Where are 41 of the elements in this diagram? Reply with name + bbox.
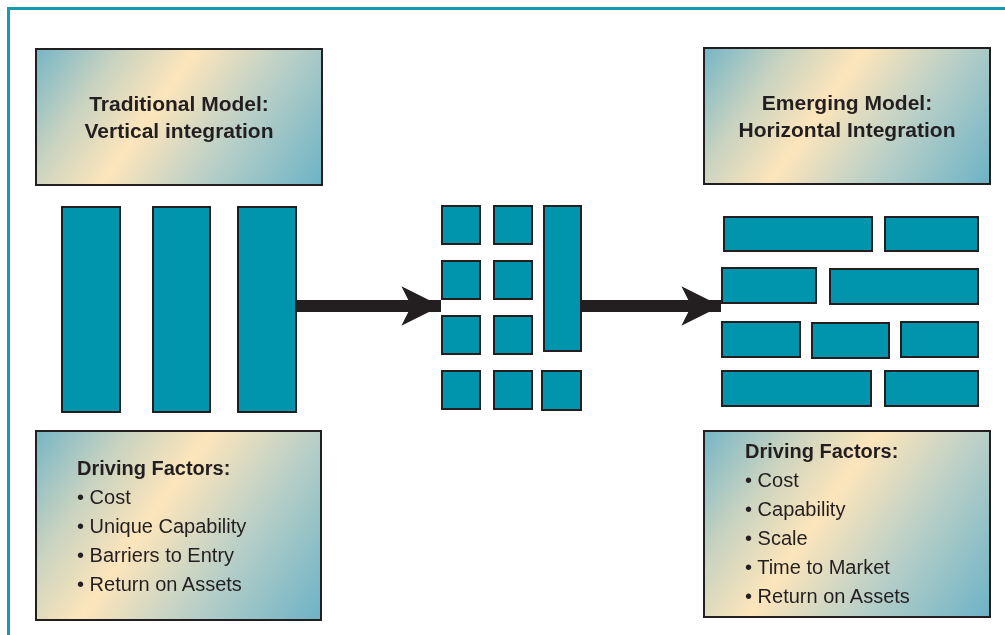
arrow (297, 286, 441, 326)
model-title-box (35, 48, 323, 186)
block-square (441, 370, 481, 410)
factors-box (703, 430, 991, 618)
list-item: • Unique Capability (77, 514, 247, 539)
block-square (493, 315, 533, 355)
block-square (493, 205, 533, 245)
block-square (441, 315, 481, 355)
block-square (441, 205, 481, 245)
title-text: Emerging Model: Horizontal Integration (737, 90, 957, 143)
arrow (582, 286, 721, 326)
block-bar (811, 322, 890, 359)
title-text: Traditional Model: Vertical integration (83, 91, 275, 144)
block-bar (152, 206, 211, 413)
block-bar (721, 321, 801, 358)
block-bar (829, 268, 979, 305)
list-item: • Time to Market (745, 555, 890, 580)
heading-text: Driving Factors: (745, 439, 899, 464)
list-item: • Barriers to Entry (77, 543, 235, 568)
block-bar (543, 205, 582, 352)
list-item: • Return on Assets (745, 584, 910, 609)
list-item: • Return on Assets (77, 572, 242, 597)
block-bar (723, 216, 873, 252)
block-bar (884, 216, 979, 252)
block-bar (721, 267, 817, 304)
model-title-box (703, 47, 991, 185)
block-bar (900, 321, 979, 358)
list-item: • Scale (745, 526, 808, 551)
factors-box (35, 430, 322, 621)
list-item: • Capability (745, 497, 846, 522)
block-square (493, 370, 533, 410)
list-item: • Cost (77, 485, 131, 510)
list-item: • Cost (745, 468, 799, 493)
block-bar (61, 206, 121, 413)
block-bar (721, 370, 872, 407)
block-square (441, 260, 481, 300)
block-bar (884, 370, 979, 407)
heading-text: Driving Factors: (77, 456, 231, 481)
block-square (493, 260, 533, 300)
block-square (541, 370, 582, 411)
block-bar (237, 206, 297, 413)
